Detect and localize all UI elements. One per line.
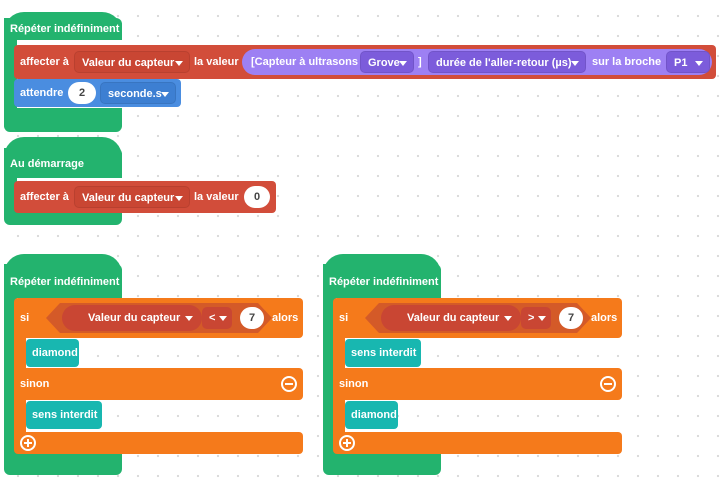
start-foot	[4, 211, 122, 225]
value-label: la valeur	[194, 191, 239, 203]
loop-arm	[4, 298, 17, 456]
loop-hat[interactable]: Répéter indéfiniment	[4, 264, 122, 298]
wait-label: attendre	[20, 87, 64, 99]
show-icon-label: sens interdit	[351, 347, 417, 359]
else-arm	[333, 400, 345, 434]
ultrasonic-sensor-reporter[interactable]: [Capteur à ultrasons Grove ] durée de l'…	[242, 49, 712, 75]
loop-label: Répéter indéfiniment	[10, 276, 120, 288]
start-arm	[4, 178, 17, 214]
sensor-type-dropdown[interactable]: Grove	[360, 51, 414, 73]
operator: >	[528, 312, 535, 324]
add-branch-icon[interactable]	[20, 435, 36, 451]
if-label: si	[339, 312, 349, 324]
compare-condition[interactable]: Valeur du capteur > 7	[365, 303, 591, 333]
set-variable-block-start[interactable]: affecter à Valeur du capteur la valeur 0	[14, 181, 276, 213]
value-number: 0	[253, 191, 261, 203]
compare-condition[interactable]: Valeur du capteur < 7	[46, 303, 272, 333]
remove-else-icon[interactable]	[600, 376, 616, 392]
set-label: affecter à	[20, 191, 69, 203]
pin-value: P1	[674, 57, 688, 69]
else-row[interactable]: sinon	[14, 368, 303, 400]
wait-unit-dropdown[interactable]: seconde.s	[100, 82, 176, 104]
operator-dropdown[interactable]: >	[521, 307, 551, 329]
start-hat[interactable]: Au démarrage	[4, 148, 122, 178]
show-icon-label: sens interdit	[32, 409, 98, 421]
start-label: Au démarrage	[10, 158, 84, 170]
loop-label: Répéter indéfiniment	[329, 276, 439, 288]
set-label: affecter à	[20, 56, 69, 68]
then-label: alors	[591, 312, 618, 324]
loop-arm	[323, 298, 336, 456]
wait-block[interactable]: attendre 2 seconde.s	[14, 79, 181, 107]
if-label: si	[20, 312, 30, 324]
show-icon-label: diamond	[351, 409, 397, 421]
measure-text: durée de l'aller-retour (µs)	[436, 57, 572, 69]
loop-label: Répéter indéfiniment	[10, 23, 120, 35]
else-arm	[14, 400, 26, 434]
if-foot	[14, 432, 303, 454]
pin-label: sur la broche	[592, 56, 662, 68]
if-block[interactable]: si Valeur du capteur < 7 alors	[14, 298, 303, 338]
compare-value-input[interactable]: 7	[240, 307, 264, 329]
wait-unit: seconde.s	[108, 88, 162, 100]
variable-reporter[interactable]: Valeur du capteur	[62, 305, 202, 331]
sensor-type: Grove	[368, 57, 400, 69]
if-arm	[333, 338, 345, 370]
variable-name: Valeur du capteur	[407, 312, 500, 324]
loop-foot	[4, 452, 122, 475]
else-label: sinon	[339, 378, 369, 390]
variable-name: Valeur du capteur	[88, 312, 181, 324]
show-icon-block[interactable]: diamond	[345, 401, 398, 429]
show-icon-block[interactable]: sens interdit	[345, 339, 421, 367]
variable-reporter[interactable]: Valeur du capteur	[381, 305, 521, 331]
measure-dropdown[interactable]: durée de l'aller-retour (µs)	[428, 51, 586, 73]
remove-else-icon[interactable]	[281, 376, 297, 392]
compare-value: 7	[248, 312, 256, 324]
if-block[interactable]: si Valeur du capteur > 7 alors	[333, 298, 622, 338]
show-icon-block[interactable]: sens interdit	[26, 401, 102, 429]
then-label: alors	[272, 312, 299, 324]
variable-name: Valeur du capteur	[82, 192, 175, 204]
else-label: sinon	[20, 378, 50, 390]
loop-arm	[4, 40, 17, 110]
compare-value-input[interactable]: 7	[559, 307, 583, 329]
loop-foot	[323, 452, 441, 475]
wait-value-input[interactable]: 2	[68, 82, 96, 104]
pin-dropdown[interactable]: P1	[666, 51, 710, 73]
set-variable-block[interactable]: affecter à Valeur du capteur la valeur […	[14, 45, 716, 79]
loop-foot	[4, 108, 122, 132]
else-row[interactable]: sinon	[333, 368, 622, 400]
variable-dropdown[interactable]: Valeur du capteur	[74, 186, 190, 208]
value-input[interactable]: 0	[244, 186, 270, 208]
sensor-prefix: [Capteur à ultrasons	[251, 56, 358, 68]
show-icon-label: diamond	[32, 347, 78, 359]
if-foot	[333, 432, 622, 454]
sensor-suffix: ]	[418, 56, 422, 68]
loop-hat[interactable]: Répéter indéfiniment	[4, 18, 122, 40]
show-icon-block[interactable]: diamond	[26, 339, 79, 367]
wait-value: 2	[78, 87, 86, 99]
if-arm	[14, 338, 26, 370]
loop-hat[interactable]: Répéter indéfiniment	[323, 264, 441, 298]
variable-dropdown[interactable]: Valeur du capteur	[74, 51, 190, 73]
operator-dropdown[interactable]: <	[202, 307, 232, 329]
add-branch-icon[interactable]	[339, 435, 355, 451]
operator: <	[209, 312, 216, 324]
compare-value: 7	[567, 312, 575, 324]
variable-name: Valeur du capteur	[82, 57, 175, 69]
value-label: la valeur	[194, 56, 239, 68]
